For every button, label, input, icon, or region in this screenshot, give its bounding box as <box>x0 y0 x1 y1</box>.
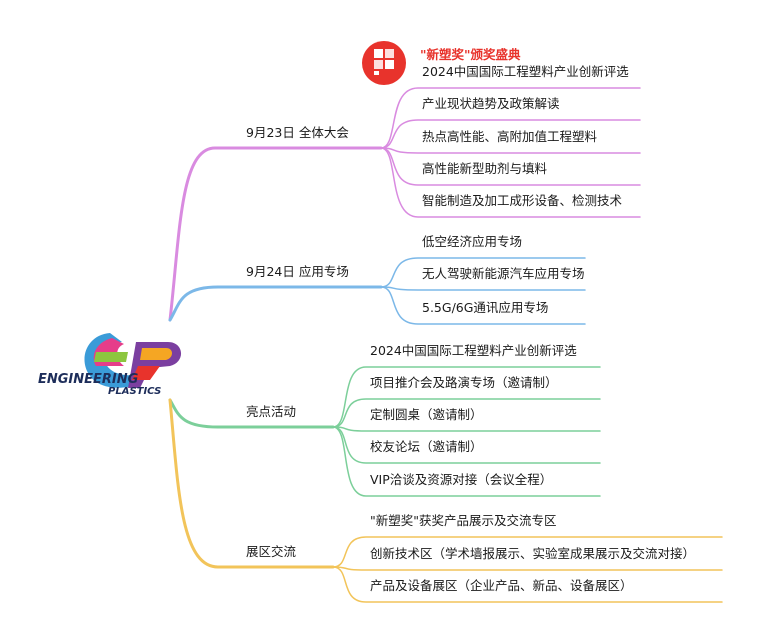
item-connector-3-3 <box>332 426 601 432</box>
branch-connector-4 <box>168 398 335 569</box>
item-connector-1-2 <box>380 119 641 149</box>
branch-1-item-4: 高性能新型助剂与填料 <box>422 161 548 176</box>
branch-2-item-2: 无人驾驶新能源汽车应用专场 <box>422 266 585 281</box>
branch-3-item-4: 校友论坛（邀请制） <box>370 439 483 454</box>
branch-1-item-3: 热点高性能、高附加值工程塑料 <box>422 129 598 144</box>
logo-word-plastics: PLASTICS <box>108 386 162 397</box>
branch-4-item-2: 创新技术区（学术墙报展示、实验室成果展示及交流对接） <box>370 546 696 561</box>
item-connector-2-3 <box>380 286 586 325</box>
branch-4-item-3: 产品及设备展区（企业产品、新品、设备展区） <box>370 578 633 593</box>
item-connector-1-1 <box>380 87 641 149</box>
item-connector-3-2 <box>332 398 601 428</box>
item-connector-3-1 <box>332 366 601 428</box>
branch-3-item-2: 项目推介会及路演专场（邀请制） <box>370 375 558 390</box>
branch-3-item-1: 2024中国国际工程塑料产业创新评选 <box>370 343 577 358</box>
item-connector-2-1 <box>380 257 586 288</box>
branch-label-3: 亮点活动 <box>246 404 297 419</box>
branch-1-item-1: 2024中国国际工程塑料产业创新评选 <box>422 64 629 79</box>
item-connector-3-5 <box>332 426 601 497</box>
item-connector-4-3 <box>332 566 723 603</box>
branch-3-item-3: 定制圆桌（邀请制） <box>370 407 483 422</box>
item-connector-2-2 <box>380 286 586 291</box>
item-connector-1-5 <box>380 147 641 218</box>
branch-label-4: 展区交流 <box>246 544 297 559</box>
branch-label-1: 9月23日 全体大会 <box>246 125 349 140</box>
branch-2-item-1: 低空经济应用专场 <box>422 234 523 249</box>
branch-2-item-3: 5.5G/6G通讯应用专场 <box>422 300 549 315</box>
branch-label-2: 9月24日 应用专场 <box>246 264 349 279</box>
branch-connector-1 <box>168 146 383 322</box>
item-connector-1-3 <box>380 147 641 154</box>
award-title: "新塑奖"颁奖盛典 <box>420 47 521 62</box>
award-badge-icon <box>362 41 406 85</box>
branch-1-item-2: 产业现状趋势及政策解读 <box>422 96 560 111</box>
branch-4-item-1: "新塑奖"获奖产品展示及交流专区 <box>370 513 557 528</box>
item-connector-4-2 <box>332 566 723 571</box>
engineering-plastics-logo <box>84 333 182 388</box>
logo-word-engineering: ENGINEERING <box>38 372 139 387</box>
branch-connector-3 <box>168 398 335 429</box>
branch-connector-2 <box>168 285 383 322</box>
branch-1-item-5: 智能制造及加工成形设备、检测技术 <box>422 193 623 208</box>
item-connector-4-1 <box>332 536 723 568</box>
branch-3-item-5: VIP洽谈及资源对接（会议全程） <box>370 472 553 487</box>
connector-lines <box>168 87 723 603</box>
